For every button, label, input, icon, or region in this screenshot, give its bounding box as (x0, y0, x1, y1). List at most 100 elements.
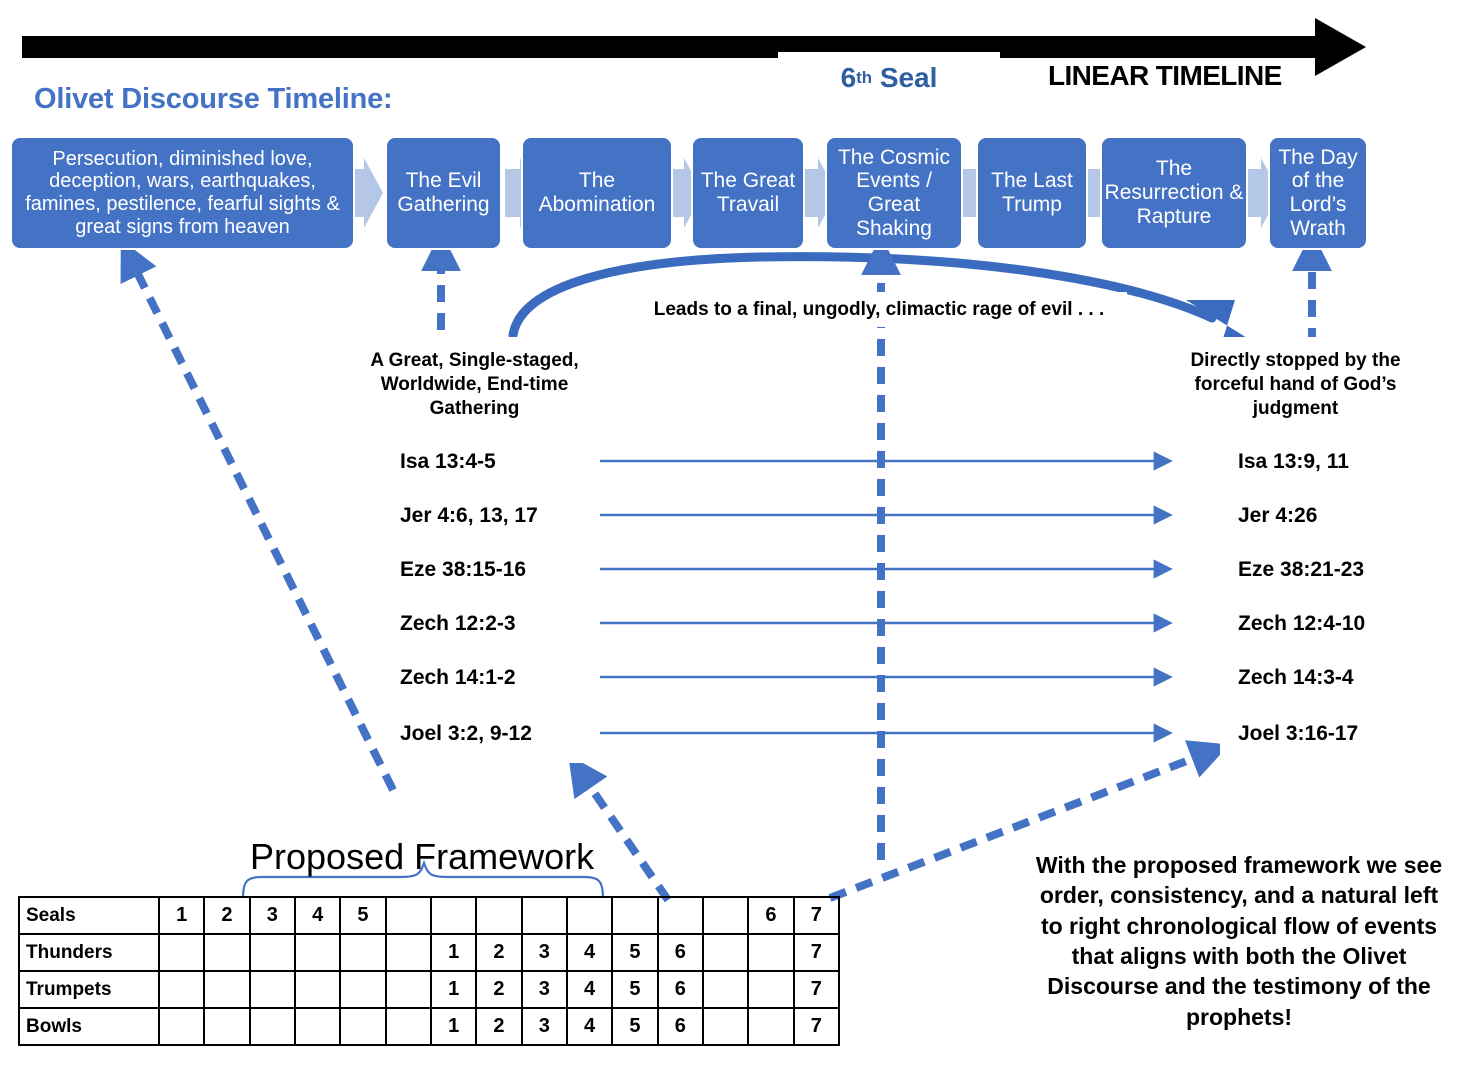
gathering-note-text: A Great, Single-staged, Worldwide, End-t… (370, 350, 579, 419)
scripture-right-4: Zech 14:3-4 (1238, 666, 1354, 689)
framework-cell (429, 896, 478, 935)
timeline-box-label: The Resurrection & Rapture (1104, 157, 1244, 228)
framework-cell: 2 (475, 933, 523, 972)
framework-cell: 6 (747, 896, 795, 935)
gathering-note: A Great, Single-staged, Worldwide, End-t… (357, 337, 592, 433)
framework-cell: 4 (293, 896, 342, 935)
timeline-box-label: The Day of the Lord’s Wrath (1278, 145, 1358, 240)
scripture-left-1: Jer 4:6, 13, 17 (400, 504, 538, 527)
framework-cell (656, 896, 704, 935)
framework-cell (384, 970, 432, 1009)
page-title-text: Olivet Discourse Timeline: (34, 83, 393, 115)
framework-title: Proposed Framework (250, 836, 594, 878)
framework-cell: 2 (475, 970, 523, 1009)
framework-cell (701, 933, 750, 972)
framework-cell: 1 (157, 896, 206, 935)
framework-cell: 5 (611, 970, 659, 1009)
scripture-left-4: Zech 14:1-2 (400, 666, 516, 689)
linear-timeline-text: LINEAR TIMELINE (1048, 60, 1282, 91)
framework-cell (339, 1007, 387, 1046)
framework-cell: 1 (429, 933, 478, 972)
framework-cell (203, 970, 251, 1009)
framework-row-label: Seals (18, 896, 160, 935)
scripture-right-3: Zech 12:4-10 (1238, 612, 1366, 635)
framework-cell (475, 896, 523, 935)
framework-cell (339, 970, 387, 1009)
framework-cell: 6 (656, 970, 704, 1009)
scripture-left-5: Joel 3:2, 9-12 (400, 722, 532, 745)
framework-cell (384, 933, 432, 972)
framework-cell: 4 (565, 933, 614, 972)
framework-cell: 6 (656, 1007, 704, 1046)
framework-cell (203, 1007, 251, 1046)
timeline-box-label: Persecution, diminished love, deception,… (25, 147, 340, 238)
dashed-pointers (120, 231, 1332, 903)
timeline-box-label: The Evil Gathering (397, 169, 490, 216)
framework-cell (384, 1007, 432, 1046)
framework-cell (157, 1007, 206, 1046)
framework-cell: 2 (475, 1007, 523, 1046)
framework-cell: 1 (429, 1007, 478, 1046)
framework-cell: 5 (611, 1007, 659, 1046)
scripture-right-1: Jer 4:26 (1238, 504, 1318, 527)
framework-cell: 7 (792, 933, 841, 972)
framework-cell (520, 896, 568, 935)
timeline-box-label: The Great Travail (700, 169, 796, 216)
scripture-right-5: Joel 3:16-17 (1238, 722, 1359, 745)
framework-cell (747, 1007, 795, 1046)
timeline-box-2[interactable]: The Abomination (521, 136, 673, 250)
framework-cell (339, 933, 387, 972)
timeline-box-3[interactable]: The Great Travail (691, 136, 805, 250)
scripture-left-3: Zech 12:2-3 (400, 612, 516, 635)
framework-cell (248, 970, 296, 1009)
framework-cell (565, 896, 614, 935)
framework-cell: 6 (656, 933, 704, 972)
framework-cell (293, 933, 342, 972)
sixth-seal-number: 6 (840, 62, 857, 93)
framework-cell: 7 (792, 970, 841, 1009)
framework-cell (293, 970, 342, 1009)
framework-cell: 7 (792, 1007, 841, 1046)
framework-cell: 2 (203, 896, 251, 935)
scripture-panel-right: Isa 13:9, 11 Jer 4:26 Eze 38:21-23 Zech … (1220, 433, 1448, 763)
framework-cell (611, 896, 659, 935)
framework-cell (701, 1007, 750, 1046)
timeline-box-7[interactable]: The Day of the Lord’s Wrath (1268, 136, 1368, 250)
framework-cell: 7 (792, 896, 841, 935)
framework-cell: 3 (520, 933, 568, 972)
framework-cell (293, 1007, 342, 1046)
scripture-right-2: Eze 38:21-23 (1238, 558, 1365, 581)
conclusion-text: With the proposed framework we see order… (1035, 851, 1443, 1030)
scripture-right-0: Isa 13:9, 11 (1238, 450, 1349, 473)
framework-cell: 3 (520, 1007, 568, 1046)
linear-timeline-label: LINEAR TIMELINE (1048, 60, 1282, 92)
framework-cell (384, 896, 432, 935)
scripture-left-0: Isa 13:4-5 (400, 450, 496, 473)
framework-cell (203, 933, 251, 972)
timeline-box-6[interactable]: The Resurrection & Rapture (1100, 136, 1248, 250)
timeline-box-1[interactable]: The Evil Gathering (385, 136, 502, 250)
leads-to-note-text: Leads to a final, ungodly, climactic rag… (653, 298, 1105, 320)
timeline-box-label: The Abomination (538, 169, 656, 216)
framework-cell: 3 (248, 896, 296, 935)
sixth-seal-word: Seal (879, 62, 938, 93)
scripture-panel-left: Isa 13:4-5 Jer 4:6, 13, 17 Eze 38:15-16 … (385, 433, 600, 763)
stopped-by-note: Directly stopped by the forceful hand of… (1170, 337, 1421, 433)
timeline-box-5[interactable]: The Last Trump (976, 136, 1088, 250)
framework-cell (747, 933, 795, 972)
framework-cell: 4 (565, 1007, 614, 1046)
framework-cell (248, 1007, 296, 1046)
framework-cell (248, 933, 296, 972)
framework-cell: 3 (520, 970, 568, 1009)
framework-row-label: Bowls (18, 1007, 160, 1046)
timeline-box-0[interactable]: Persecution, diminished love, deception,… (10, 136, 355, 250)
timeline-box-4[interactable]: The Cosmic Events / Great Shaking (825, 136, 963, 250)
framework-cell: 4 (565, 970, 614, 1009)
